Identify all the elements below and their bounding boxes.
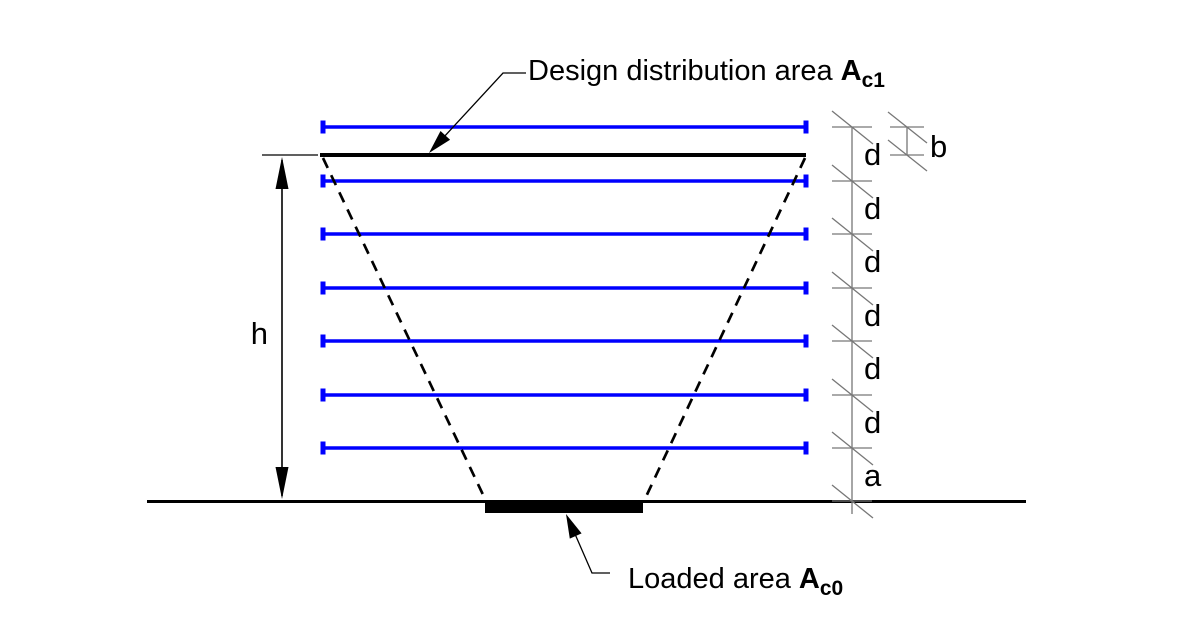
h-label: h [251,316,268,351]
rebar-layer [320,388,809,402]
spread-edge-left [321,157,488,502]
chain-label-d: d [864,351,881,386]
chain-label-d: d [864,298,881,333]
rebar-layer [320,120,809,134]
h-dimension: h [251,154,318,499]
chain-label-d: d [864,244,881,279]
h-arrow-up [275,157,289,189]
design-area-arrowhead [429,131,451,153]
chain-label-d: d [864,137,881,172]
spread-edges [321,157,807,502]
spread-edge-right [642,157,807,502]
chain-label-a: a [864,458,882,493]
loaded-area-leader [567,517,610,574]
chain-tick [831,378,874,413]
chain-tick [831,431,874,466]
loaded-area-bar [485,501,643,513]
rebar-layer [320,281,809,295]
chain-tick [831,484,874,519]
design-area-leader [430,72,526,152]
rebar-layer [320,227,809,241]
right-dimension-chain: d d d d d d a [831,110,882,519]
chain-tick [831,164,874,199]
chain-tick [831,217,874,252]
chain-label-d: d [864,191,881,226]
loaded-area-arrowhead [566,514,582,539]
chain-tick [831,271,874,306]
chain-label-d: d [864,405,881,440]
b-label: b [930,129,947,164]
b-tick [887,139,928,172]
rebar-layer [320,334,809,348]
chain-tick [831,110,874,145]
rebar-layer [320,441,809,455]
h-arrow-down [275,467,289,499]
rebar-layer [320,174,809,188]
rebar-layers [320,120,809,455]
b-dimension: b [887,111,947,172]
b-tick [887,111,928,144]
chain-tick [831,324,874,359]
